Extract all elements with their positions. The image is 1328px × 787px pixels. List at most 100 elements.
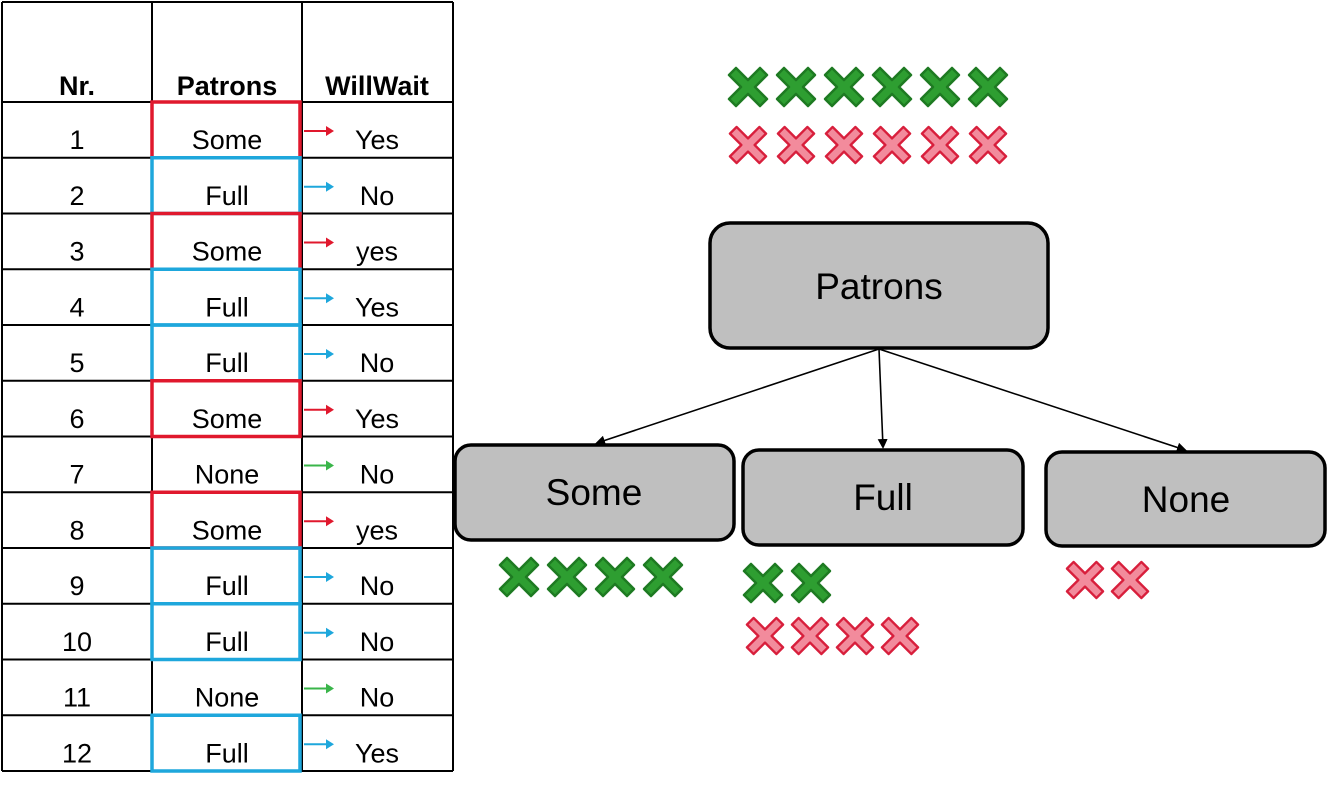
row-willwait: No: [360, 627, 395, 657]
row-nr: 3: [69, 237, 84, 267]
red-x-mark-icon: [728, 125, 768, 165]
edge-to-some: [595, 348, 880, 446]
row-nr: 7: [69, 460, 84, 490]
right-arrow-icon: [304, 126, 334, 136]
right-arrow-icon: [304, 516, 334, 527]
table-row: 1 Some Yes: [69, 125, 399, 155]
header-patrons: Patrons: [177, 71, 278, 101]
red-x-mark-icon: [920, 125, 960, 165]
green-x-mark-icon: [546, 556, 588, 598]
row-willwait: No: [360, 571, 395, 601]
row-nr: 12: [62, 738, 92, 768]
row-willwait: yes: [356, 515, 398, 545]
child-node-none[interactable]: None: [1044, 450, 1327, 548]
root-node[interactable]: Patrons: [708, 221, 1050, 350]
header-nr: Nr.: [59, 71, 95, 101]
row-willwait: Yes: [355, 404, 399, 434]
row-nr: 11: [63, 683, 91, 713]
right-arrow-icon: [304, 237, 334, 248]
table-header: Nr. Patrons WillWait: [59, 71, 429, 101]
red-x-mark-icon: [1065, 560, 1105, 600]
green-x-mark-icon: [742, 562, 784, 604]
child-marks-full: [742, 562, 920, 656]
row-patrons: Full: [205, 181, 249, 211]
red-x-mark-icon: [1110, 560, 1150, 600]
row-patrons: Full: [205, 738, 249, 768]
green-x-mark-icon: [790, 562, 832, 604]
patrons-highlight-box: [150, 602, 302, 662]
red-x-mark-icon: [880, 616, 920, 656]
green-x-mark-icon: [498, 556, 540, 598]
green-x-mark-icon: [727, 66, 769, 108]
row-patrons: Full: [205, 571, 249, 601]
row-patrons: Some: [192, 237, 263, 267]
edge-to-none: [878, 348, 1187, 453]
green-x-mark-icon: [594, 556, 636, 598]
row-patrons: None: [195, 460, 260, 490]
row-willwait: yes: [356, 237, 398, 267]
red-x-mark-icon: [824, 125, 864, 165]
root-example-marks: [727, 66, 1009, 165]
row-willwait: Yes: [355, 292, 399, 322]
right-arrow-icon: [304, 293, 334, 304]
row-willwait: Yes: [355, 125, 399, 155]
green-x-mark-icon: [823, 66, 865, 108]
right-arrow-icon: [304, 739, 334, 750]
right-arrow-icon: [304, 460, 334, 471]
child-example-marks: [498, 556, 1150, 656]
row-patrons: None: [195, 683, 260, 713]
child-node-some[interactable]: Some: [453, 443, 736, 542]
row-patrons: Some: [192, 515, 263, 545]
child-node-some-label: Some: [546, 472, 643, 513]
right-arrow-icon: [304, 349, 334, 359]
row-willwait: No: [360, 460, 395, 490]
row-nr: 4: [69, 292, 84, 322]
row-willwait: No: [360, 348, 395, 378]
root-node-label: Patrons: [815, 266, 943, 307]
child-node-full-label: Full: [853, 477, 913, 518]
table-row: 12 Full Yes: [62, 738, 399, 768]
row-patrons: Full: [205, 292, 249, 322]
row-nr: 8: [69, 515, 84, 545]
row-patrons: Full: [205, 627, 249, 657]
red-x-mark-icon: [745, 616, 785, 656]
right-arrow-icon: [304, 627, 334, 638]
red-x-mark-icon: [872, 125, 912, 165]
child-marks-none: [1065, 560, 1150, 600]
table-row: 7 None No: [69, 460, 394, 490]
table-row: 3 Some yes: [69, 237, 398, 267]
right-arrow-icon: [304, 683, 334, 694]
green-x-mark-icon: [642, 556, 684, 598]
table-row: 10 Full No: [62, 627, 394, 657]
row-nr: 1: [69, 125, 84, 155]
child-node-full[interactable]: Full: [741, 448, 1025, 547]
red-x-mark-icon: [835, 616, 875, 656]
table-highlights: [150, 100, 302, 773]
row-patrons: Full: [205, 348, 249, 378]
green-x-mark-icon: [967, 66, 1009, 108]
green-x-mark-icon: [919, 66, 961, 108]
red-x-mark-icon: [790, 616, 830, 656]
red-x-mark-icon: [968, 125, 1008, 165]
row-nr: 10: [62, 627, 92, 657]
child-marks-some: [498, 556, 684, 598]
row-willwait: No: [360, 683, 395, 713]
right-arrow-icon: [304, 181, 334, 192]
row-willwait: No: [360, 181, 395, 211]
decision-tree: Patrons Some Full None: [453, 66, 1327, 656]
table-row: 11 None No: [63, 683, 394, 713]
patrons-highlight-box: [150, 713, 302, 773]
green-x-mark-icon: [871, 66, 913, 108]
row-nr: 6: [69, 404, 84, 434]
green-x-mark-icon: [775, 66, 817, 108]
row-patrons: Some: [192, 125, 263, 155]
table-row: 8 Some yes: [69, 515, 398, 545]
right-arrow-icon: [304, 572, 334, 582]
row-willwait: Yes: [355, 738, 399, 768]
